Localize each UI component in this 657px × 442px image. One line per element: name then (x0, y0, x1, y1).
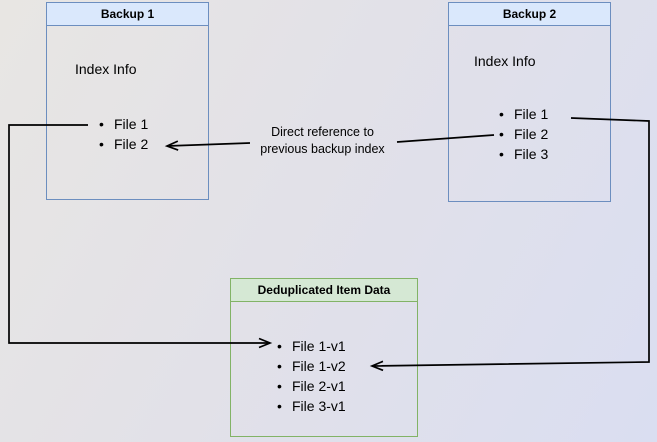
list-item: File 3 (499, 144, 548, 164)
backup1-title: Backup 1 (100, 6, 155, 21)
dedup-box: Deduplicated Item Data File 1-v1 File 1-… (230, 278, 418, 437)
backup1-file-list: File 1 File 2 (99, 114, 148, 154)
backup1-header: Backup 1 (47, 3, 208, 26)
dedup-header: Deduplicated Item Data (231, 279, 417, 302)
list-item: File 2 (499, 124, 548, 144)
arrow-annotation: Direct reference to previous backup inde… (230, 124, 415, 158)
dedup-title: Deduplicated Item Data (257, 282, 391, 297)
list-item: File 1 (99, 114, 148, 134)
list-item: File 3-v1 (277, 396, 346, 416)
backup1-subtitle: Index Info (75, 61, 137, 77)
list-item: File 2 (99, 134, 148, 154)
backup2-box: Backup 2 Index Info File 1 File 2 File 3 (448, 2, 611, 202)
backup2-title: Backup 2 (502, 6, 557, 21)
backup2-subtitle: Index Info (474, 53, 536, 69)
list-item: File 2-v1 (277, 376, 346, 396)
backup1-box: Backup 1 Index Info File 1 File 2 (46, 2, 209, 200)
backup2-file-list: File 1 File 2 File 3 (499, 104, 548, 164)
arrow-annotation-line1: Direct reference to (271, 125, 374, 139)
arrow-annotation-line2: previous backup index (260, 142, 385, 156)
list-item: File 1-v2 (277, 356, 346, 376)
list-item: File 1-v1 (277, 336, 346, 356)
list-item: File 1 (499, 104, 548, 124)
backup2-header: Backup 2 (449, 3, 610, 26)
dedup-file-list: File 1-v1 File 1-v2 File 2-v1 File 3-v1 (277, 336, 346, 416)
